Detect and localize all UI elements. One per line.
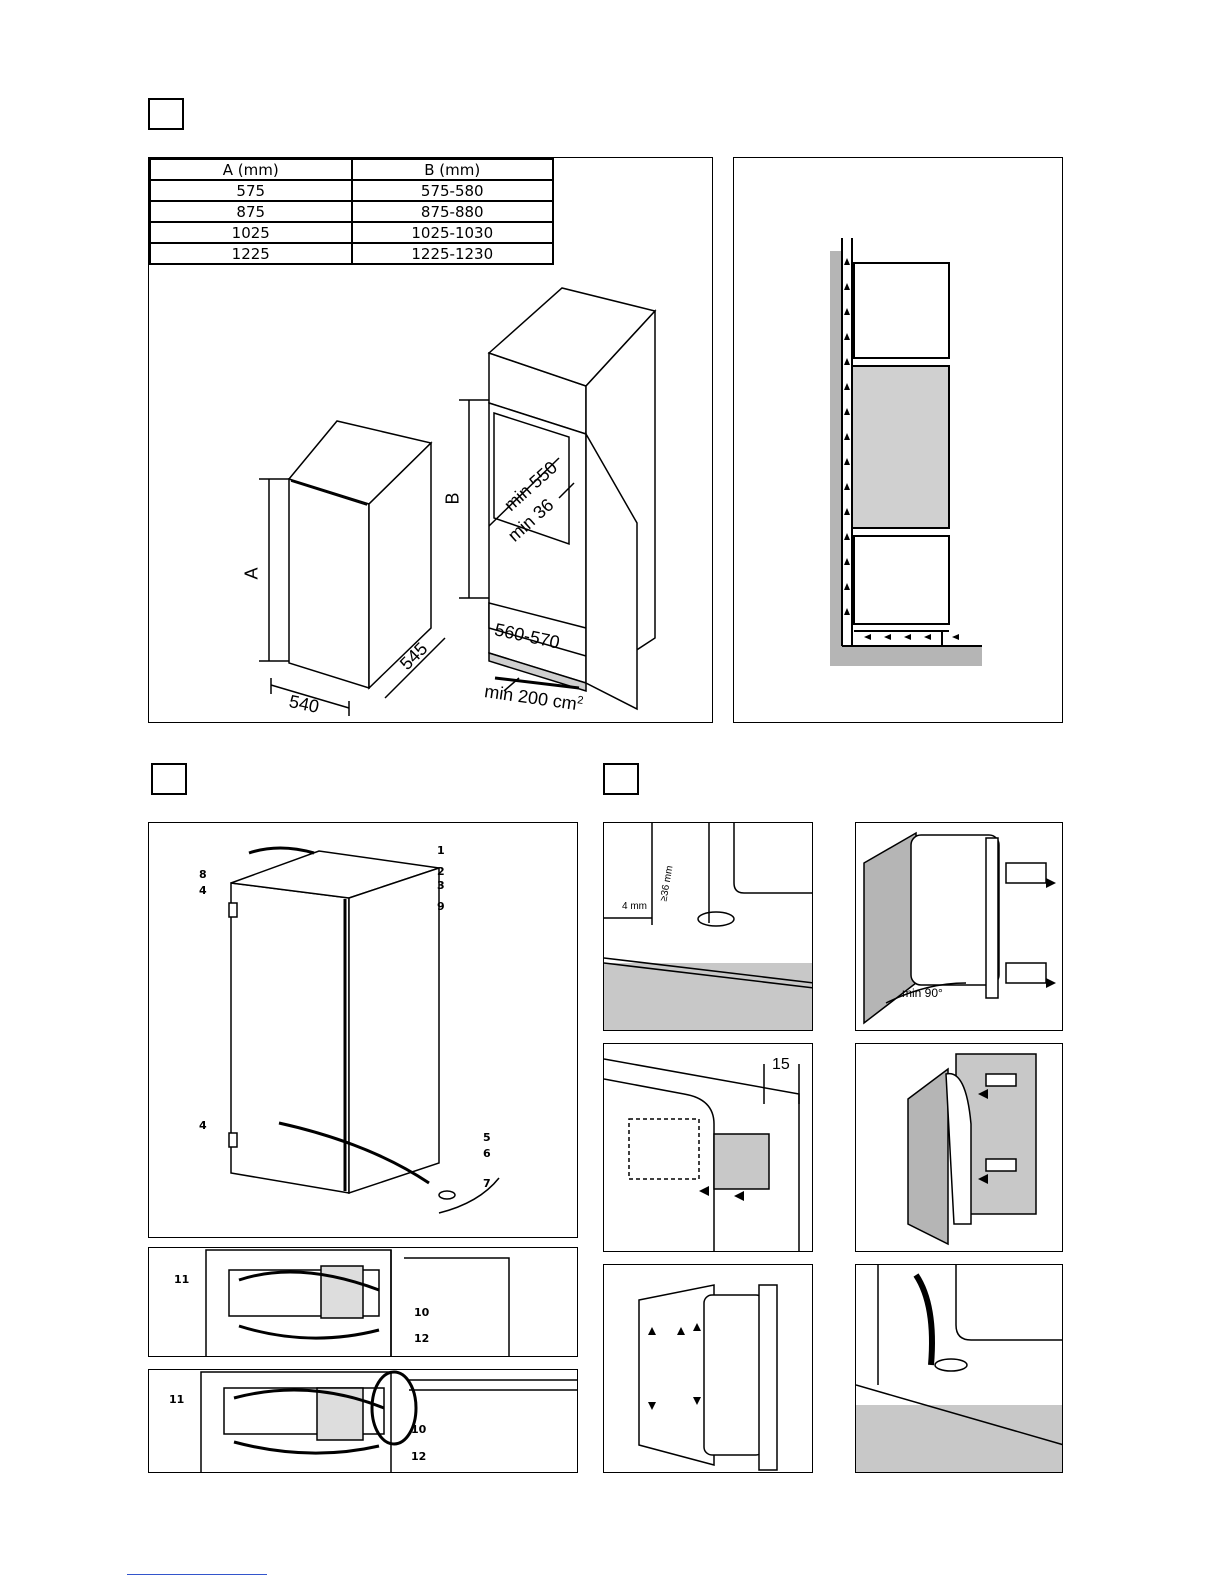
callout-8: 8 (199, 868, 207, 881)
callout-6: 6 (483, 1147, 491, 1160)
appliance (852, 366, 949, 528)
fridge-side (349, 868, 439, 1193)
appliance-and-niche-drawing (149, 158, 713, 723)
fridge-door (231, 883, 349, 1193)
lower-cabinet (854, 536, 949, 624)
freezer-flap-panel-1: 11 10 12 (148, 1247, 578, 1357)
callout-1: 1 (437, 844, 445, 857)
upper-cabinet (854, 263, 949, 358)
callout-7: 7 (483, 1177, 491, 1190)
freezer-flap-drawing-1 (149, 1248, 578, 1357)
install-step-4-drawing (856, 1044, 1063, 1252)
callout-11: 11 (169, 1393, 184, 1406)
dimension-a-label: A (242, 567, 263, 579)
callout-2: 2 (437, 865, 445, 878)
callout-12: 12 (414, 1332, 429, 1345)
install-step-5-panel (603, 1264, 813, 1473)
dim-15-label: 15 (772, 1056, 790, 1074)
callout-9: 9 (437, 900, 445, 913)
dimension-b-label: B (443, 492, 464, 504)
floor (830, 646, 982, 666)
callout-3: 3 (437, 879, 445, 892)
section-3-marker (603, 763, 639, 795)
wall (830, 251, 842, 666)
install-step-4-panel (855, 1043, 1063, 1252)
ventilation-drawing (734, 158, 1063, 723)
install-step-3-drawing (604, 1044, 813, 1252)
door-reversal-drawing (149, 823, 578, 1238)
section-2-marker (151, 763, 187, 795)
callout-5: 5 (483, 1131, 491, 1144)
install-step-2-drawing (856, 823, 1063, 1031)
angle-label: min 90° (902, 986, 943, 1000)
door-reversal-panel: 1 2 3 8 4 9 4 5 6 7 (148, 822, 578, 1238)
freezer-flap-panel-2: 11 10 12 (148, 1369, 578, 1473)
fridge-front (289, 479, 369, 688)
callout-12: 12 (411, 1450, 426, 1463)
callout-10: 10 (411, 1423, 426, 1436)
gap-4-label: 4 mm (622, 901, 647, 912)
callout-4-bottom: 4 (199, 1119, 207, 1132)
install-step-5-drawing (604, 1265, 813, 1473)
install-step-3-panel: 15 (603, 1043, 813, 1252)
callout-4-top: 4 (199, 884, 207, 897)
dimensions-panel: A (mm) B (mm) 575 575-580 875 875-880 10… (148, 157, 713, 723)
callout-10: 10 (414, 1306, 429, 1319)
callout-11: 11 (174, 1273, 189, 1286)
install-step-1-drawing (604, 823, 813, 1031)
freezer-flap-drawing-2 (149, 1370, 578, 1473)
install-step-1-panel: ≥36 mm 4 mm (603, 822, 813, 1031)
install-step-6-drawing (856, 1265, 1063, 1473)
section-1-marker (148, 98, 184, 130)
install-step-6-panel (855, 1264, 1063, 1473)
install-step-2-panel: min 90° (855, 822, 1063, 1031)
footer-link-underline[interactable] (127, 1574, 267, 1575)
ventilation-panel (733, 157, 1063, 723)
